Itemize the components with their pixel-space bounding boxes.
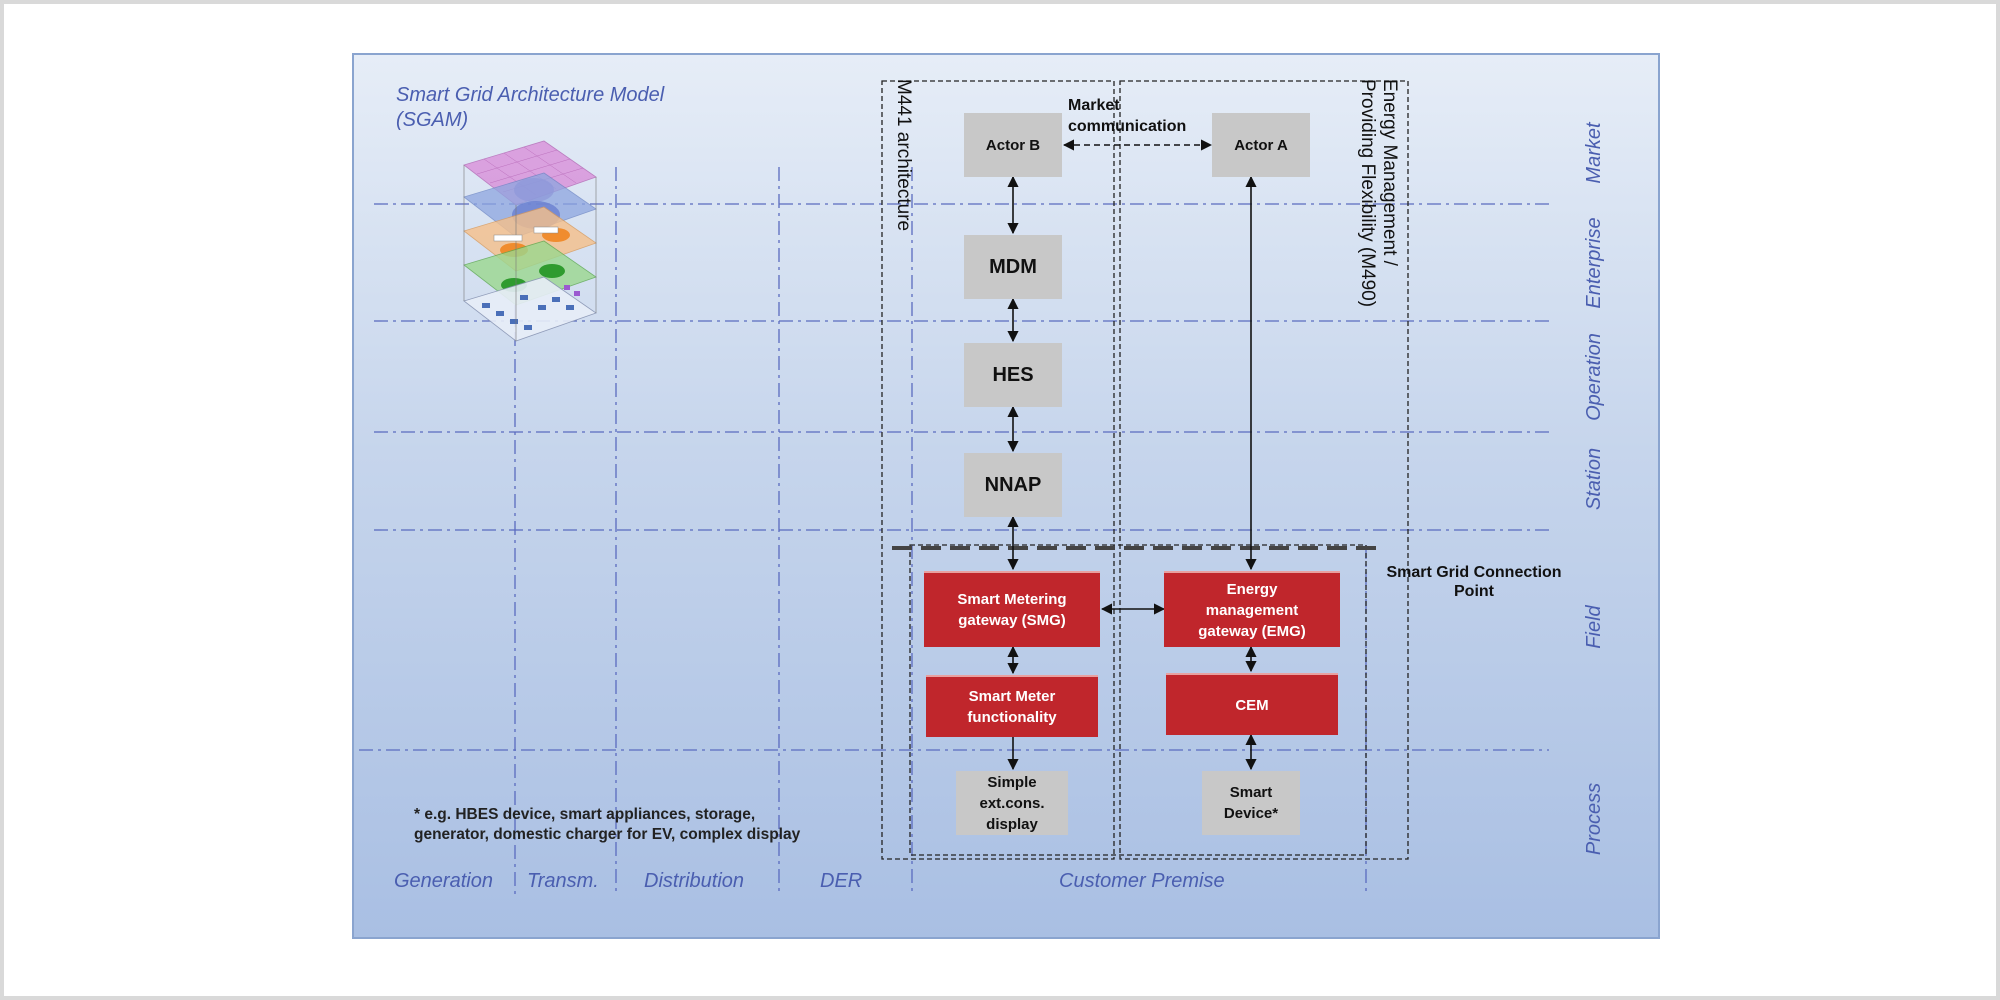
domain-label-distribution: Distribution [644,870,745,892]
simple-display-box: Simple ext.cons. display [956,771,1068,835]
zone-label-process: Process [1583,782,1605,856]
connectors [1007,139,1257,771]
footnote: * e.g. HBES device, smart appliances, st… [414,806,801,843]
actor-a-box: Actor A [1212,113,1310,177]
energy-management-gateway-box: Energy management gateway (EMG) [1164,571,1340,647]
hes-box: HES [964,343,1062,407]
nnap-box: NNAP [964,453,1062,517]
cem-box: CEM [1166,673,1338,735]
smart-meter-functionality-box: Smart Meter functionality [926,675,1098,737]
domain-label-generation: Generation [394,870,493,892]
m490-label-line2: Providing Flexibility (M490) [1357,79,1378,308]
smart-grid-connection-point-label: Smart Grid Connection Point [1386,564,1562,600]
zone-label-field: Field [1583,605,1605,649]
m441-boundary [881,80,1115,860]
zone-label-station: Station [1583,447,1605,511]
smart-metering-gateway-box: Smart Metering gateway (SMG) [924,571,1100,647]
domain-label-transmission: Transm. [527,870,599,892]
m490-boundary [1119,80,1409,860]
actor-b-box: Actor B [964,113,1062,177]
domain-label-der: DER [820,870,863,892]
sgam-cube-icon [463,140,597,342]
smart-device-box: Smart Device* [1202,771,1300,835]
m490-label-line1: Energy Management / [1379,79,1400,266]
sgam-title: Smart Grid Architecture Model (SGAM) [396,84,665,131]
domain-label-customer-premise: Customer Premise [1059,870,1225,892]
customer-premise-inner-boundary [909,544,1367,856]
market-communication-label: Market communication [1068,97,1187,135]
mdm-box: MDM [964,235,1062,299]
sgam-diagram-panel: Smart Grid Architecture Model (SGAM) Mar… [352,53,1660,939]
m441-architecture-label: M441 architecture [893,79,914,232]
sgam-cube-illustration [424,135,604,375]
